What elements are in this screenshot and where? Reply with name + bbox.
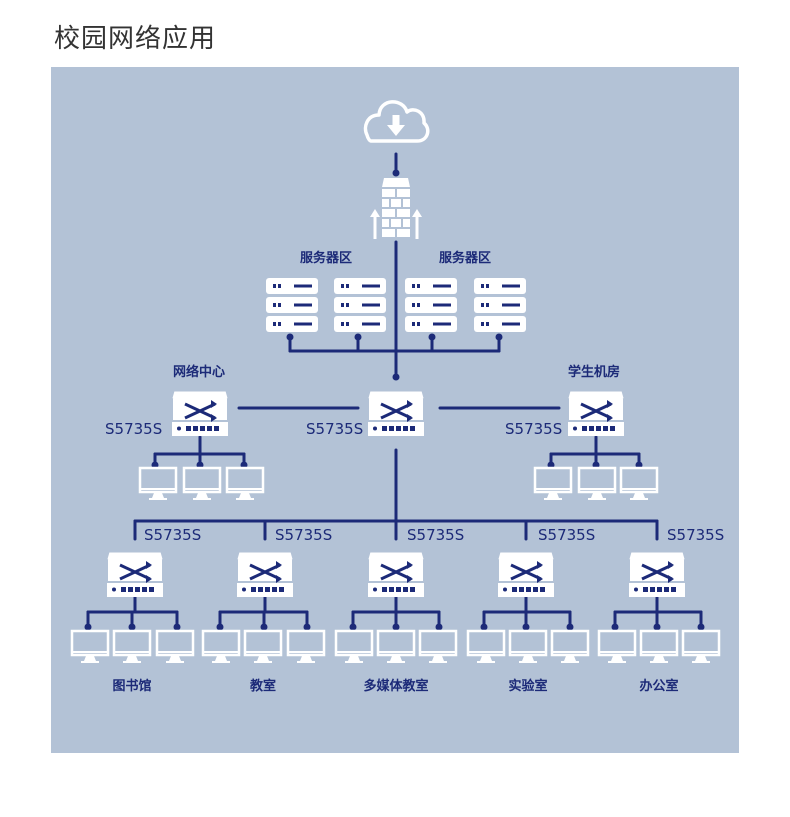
server-icon [405,278,457,332]
switch-icon [170,389,230,438]
switch-model-left: S5735S [105,420,162,438]
branch-name-library: 图书馆 [112,678,151,694]
server-icon [266,278,318,332]
branch-name-classroom: 教室 [249,678,276,694]
network-center-label: 网络中心 [173,364,225,380]
server-icon [334,278,386,332]
network-diagram: 服务器区 服务器区 网络中心 学生机房 S5735S S5735S S5735S… [51,67,739,753]
student-lab-label: 学生机房 [568,364,620,380]
branch-model-classroom: S5735S [275,526,332,544]
firewall-icon [370,178,422,239]
switch-icon [627,550,687,599]
branch-name-office: 办公室 [639,678,678,694]
server-zone-left-label: 服务器区 [300,250,352,266]
switch-icon [566,389,626,438]
switch-icon [235,550,295,599]
server-icon [474,278,526,332]
branch-name-multimedia: 多媒体教室 [363,678,428,694]
switch-icon [366,389,426,438]
switch-icon [105,550,165,599]
cloud-download-icon [363,100,430,143]
switch-model-right: S5735S [505,420,562,438]
branch-name-lab: 实验室 [508,678,547,694]
branch-model-lab: S5735S [538,526,595,544]
switch-icon [496,550,556,599]
branch-model-library: S5735S [144,526,201,544]
page-title: 校园网络应用 [54,24,217,54]
switch-model-core: S5735S [306,420,363,438]
server-zone-right-label: 服务器区 [439,250,491,266]
switch-icon [366,550,426,599]
branch-model-office: S5735S [667,526,724,544]
branch-model-multimedia: S5735S [407,526,464,544]
